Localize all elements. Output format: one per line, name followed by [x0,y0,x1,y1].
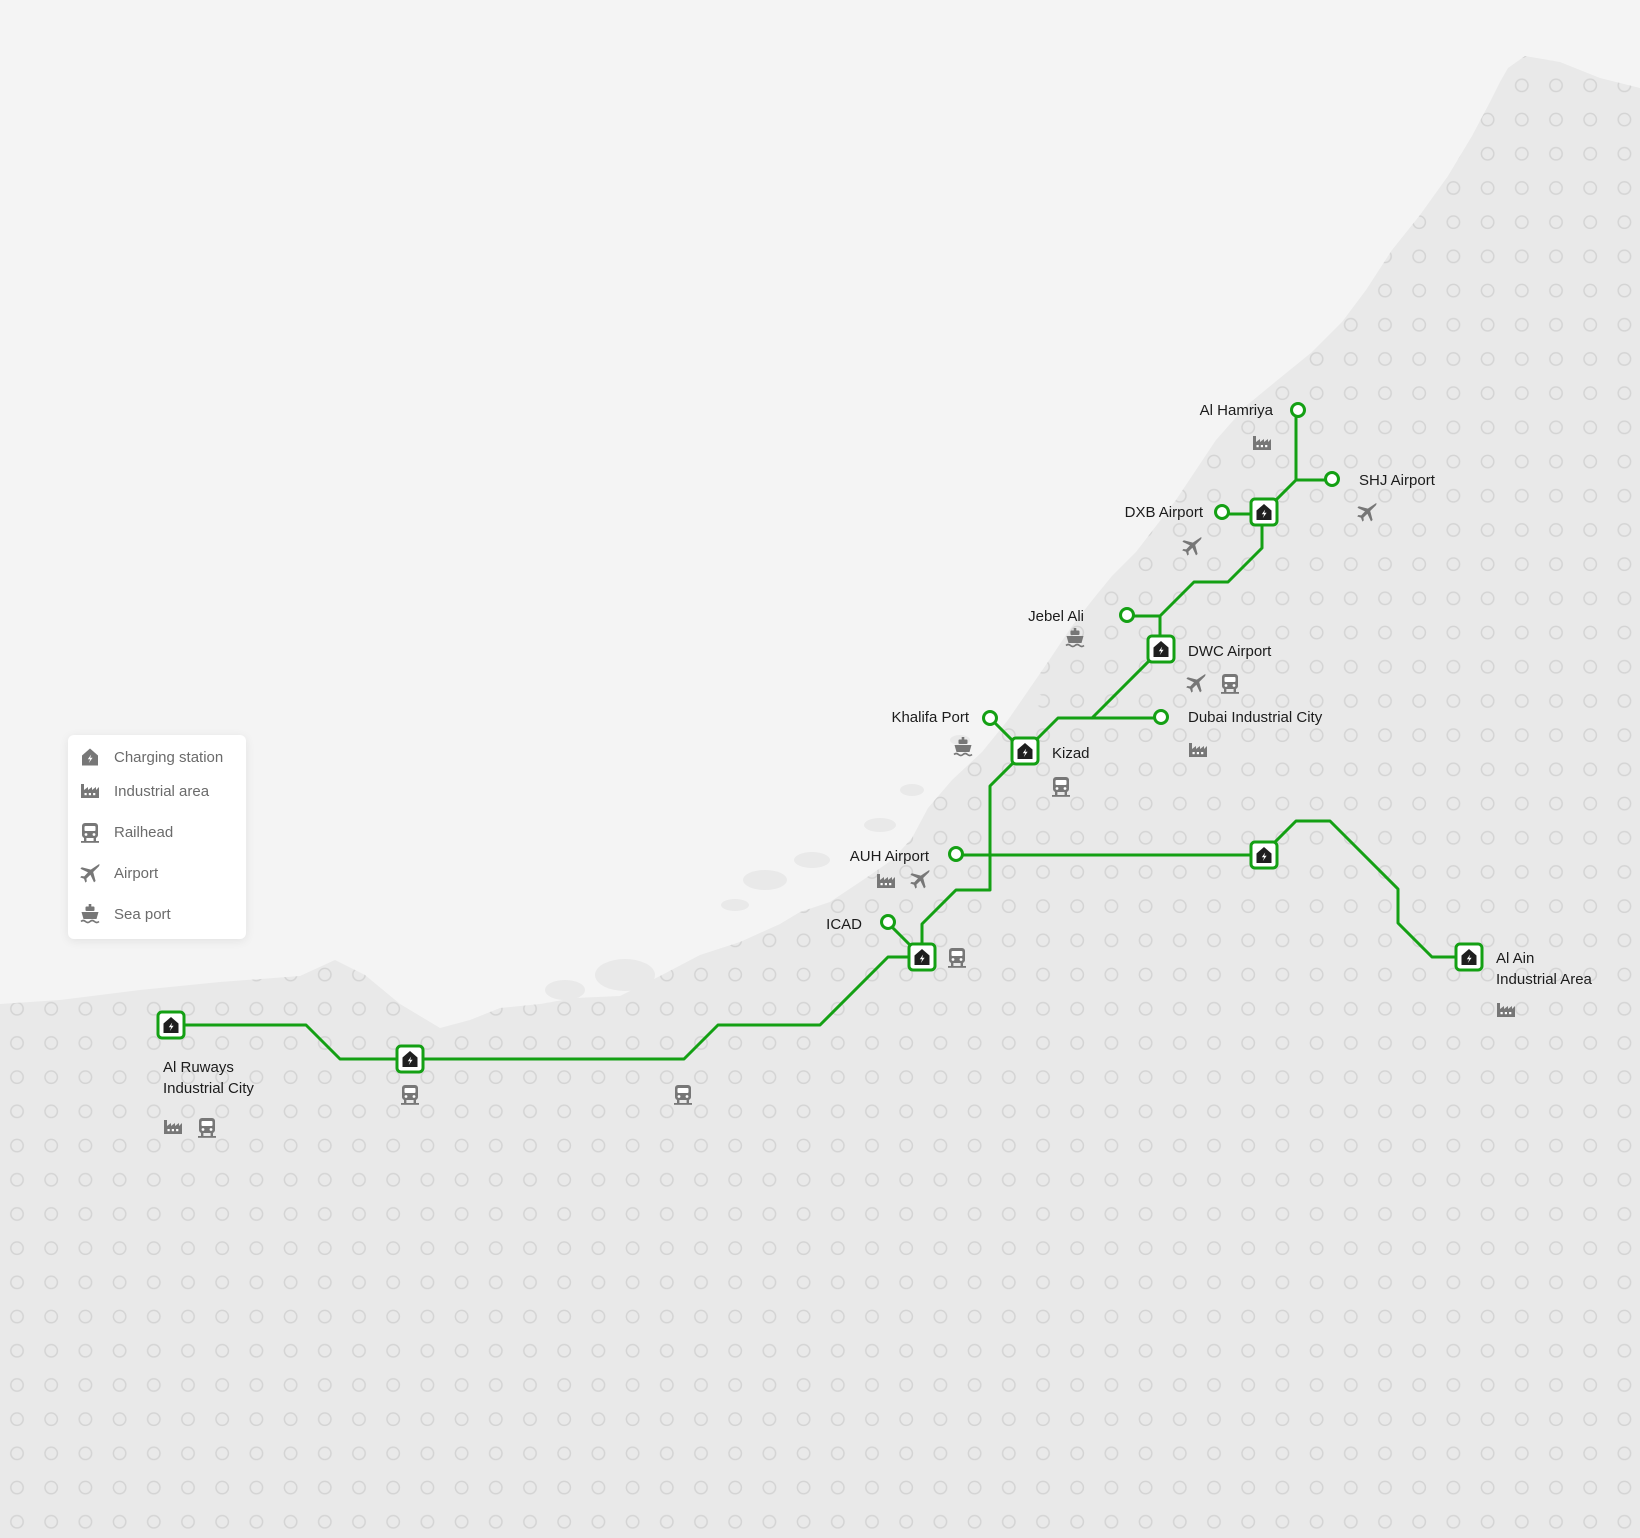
label-shj-airport: SHJ Airport [1359,472,1436,489]
charging-stations [156,497,1484,1074]
charging-station-midway[interactable] [395,1044,425,1074]
industrial-area-icon [78,779,102,803]
label-kizad: Kizad [1052,745,1090,762]
charging-station-auh-al-ain-line[interactable] [1249,840,1279,870]
location-labels: Al Hamriya SHJ Airport DXB Airport Jebel… [163,402,1593,1097]
charging-station-dwc[interactable] [1146,634,1176,664]
charging-station-icon [78,745,102,769]
endpoint-dxb-airport[interactable] [1214,504,1230,520]
charging-station-icad[interactable] [907,942,937,972]
legend-label: Sea port [114,905,171,923]
railhead-icon [78,820,102,844]
charging-station-kizad[interactable] [1010,736,1040,766]
label-al-ruways-line-1: Al Ruways [163,1059,234,1076]
endpoint-dubai-industrial-city[interactable] [1153,709,1169,725]
endpoint-jebel-ali[interactable] [1119,607,1135,623]
route-jebel-to-dxb [1158,512,1264,618]
label-dxb-airport: DXB Airport [1125,504,1204,521]
charging-station-al-ruways[interactable] [156,1010,186,1040]
label-khalifa-port: Khalifa Port [891,709,969,726]
label-al-ruways-line-2: Industrial City [163,1080,254,1097]
label-al-ain-line-2: Industrial Area [1496,971,1593,988]
label-al-hamriya: Al Hamriya [1200,402,1274,419]
endpoint-auh-airport[interactable] [948,846,964,862]
legend-label: Airport [114,864,159,882]
endpoint-shj-airport[interactable] [1324,471,1340,487]
endpoints [880,402,1340,930]
legend-item-airport: Airport [68,861,158,885]
label-dwc-airport: DWC Airport [1188,643,1272,660]
map-legend: Charging station Industrial area Railhea… [68,735,246,939]
legend-item-charging-station: Charging station [68,745,223,769]
label-jebel-ali: Jebel Ali [1028,608,1084,625]
legend-label: Industrial area [114,782,210,800]
charging-station-dxb[interactable] [1249,497,1279,527]
endpoint-al-hamriya[interactable] [1290,402,1306,418]
label-al-ain-line-1: Al Ain [1496,950,1534,967]
sea-port-icon [78,902,102,926]
legend-label: Charging station [114,748,224,766]
charging-station-al-ain[interactable] [1454,942,1484,972]
legend-label: Railhead [114,823,174,841]
route-icad-to-kizad [920,750,1026,959]
legend-item-industrial-area: Industrial area [68,779,209,803]
endpoint-icad[interactable] [880,914,896,930]
label-icad: ICAD [826,916,862,933]
airport-icon [78,861,102,885]
route-al-ruways-to-icad [169,955,924,1061]
coastal-islands [328,550,1167,1000]
endpoint-khalifa-port[interactable] [982,710,998,726]
label-dubai-industrial-city: Dubai Industrial City [1188,709,1323,726]
label-auh-airport: AUH Airport [850,848,930,865]
legend-item-sea-port: Sea port [68,902,171,926]
legend-item-railhead: Railhead [68,820,173,844]
